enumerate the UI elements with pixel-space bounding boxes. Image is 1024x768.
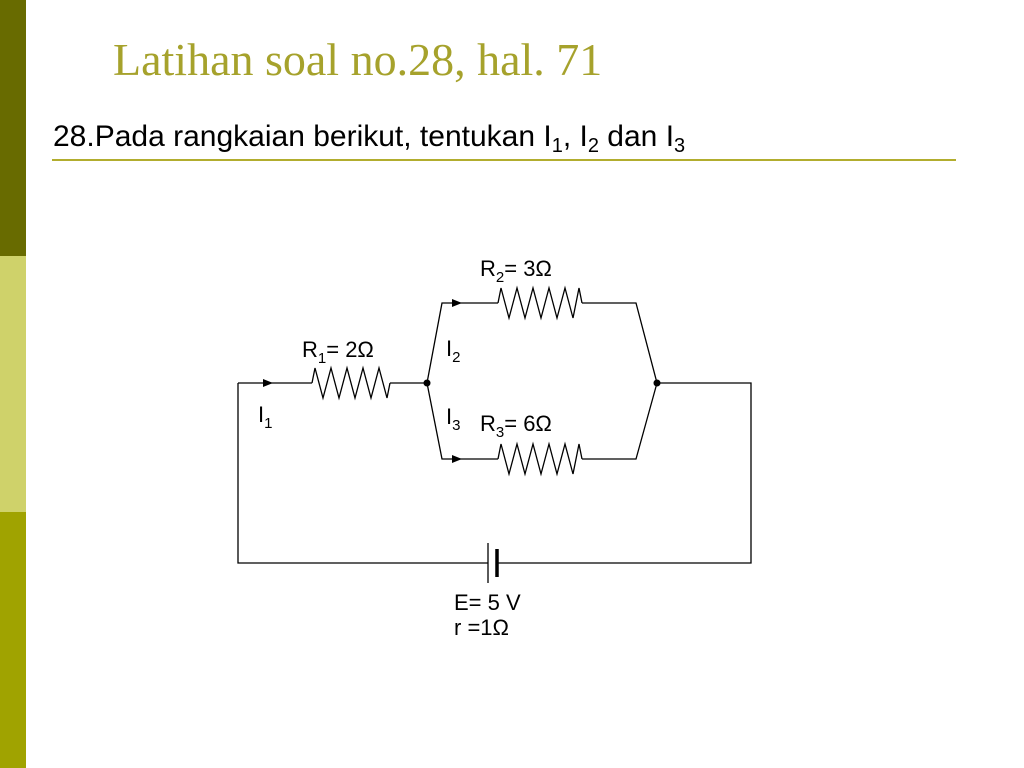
label-r2: R2= 3Ω xyxy=(480,256,552,286)
question-sub-3: 3 xyxy=(674,135,686,157)
label-internal-resistance: r =1Ω xyxy=(454,615,509,640)
wire-branch-lower xyxy=(426,382,498,460)
label-i2: I2 xyxy=(446,336,460,366)
side-bar-dark xyxy=(0,0,26,256)
arrow-i2-icon xyxy=(452,299,462,307)
side-bar-light xyxy=(0,256,26,512)
question-sub-1: 1 xyxy=(551,135,563,157)
resistor-r1 xyxy=(311,365,391,401)
arrow-i3-icon xyxy=(452,455,462,463)
wire-left xyxy=(237,383,488,564)
question-sep-2: dan I xyxy=(598,120,675,153)
label-r3: R3= 6Ω xyxy=(480,411,552,441)
label-r1: R1= 2Ω xyxy=(302,337,374,367)
junction-right xyxy=(653,379,661,387)
wire-branch-lower-right xyxy=(582,382,658,460)
question-sub-2: 2 xyxy=(587,135,599,157)
resistor-r2 xyxy=(497,285,583,321)
title-underline xyxy=(52,159,956,161)
side-bar-olive xyxy=(0,512,26,768)
label-emf: E= 5 V xyxy=(454,590,521,615)
question-number: 28. xyxy=(53,120,95,153)
wire-branch-upper xyxy=(426,302,498,384)
question-body: Pada rangkaian berikut, tentukan I xyxy=(94,120,552,153)
wire-branch-upper-right xyxy=(582,302,658,384)
label-i3: I3 xyxy=(446,404,460,434)
wire-right xyxy=(497,382,752,564)
arrow-i1-icon xyxy=(263,379,273,387)
slide-title: Latihan soal no.28, hal. 71 xyxy=(113,34,603,85)
question-text: 28.Pada rangkaian berikut, tentukan I1, … xyxy=(53,117,685,157)
label-i1: I1 xyxy=(258,402,272,432)
resistor-r3 xyxy=(497,441,583,477)
junction-left xyxy=(423,379,431,387)
question-sep-1: , I xyxy=(562,120,588,153)
